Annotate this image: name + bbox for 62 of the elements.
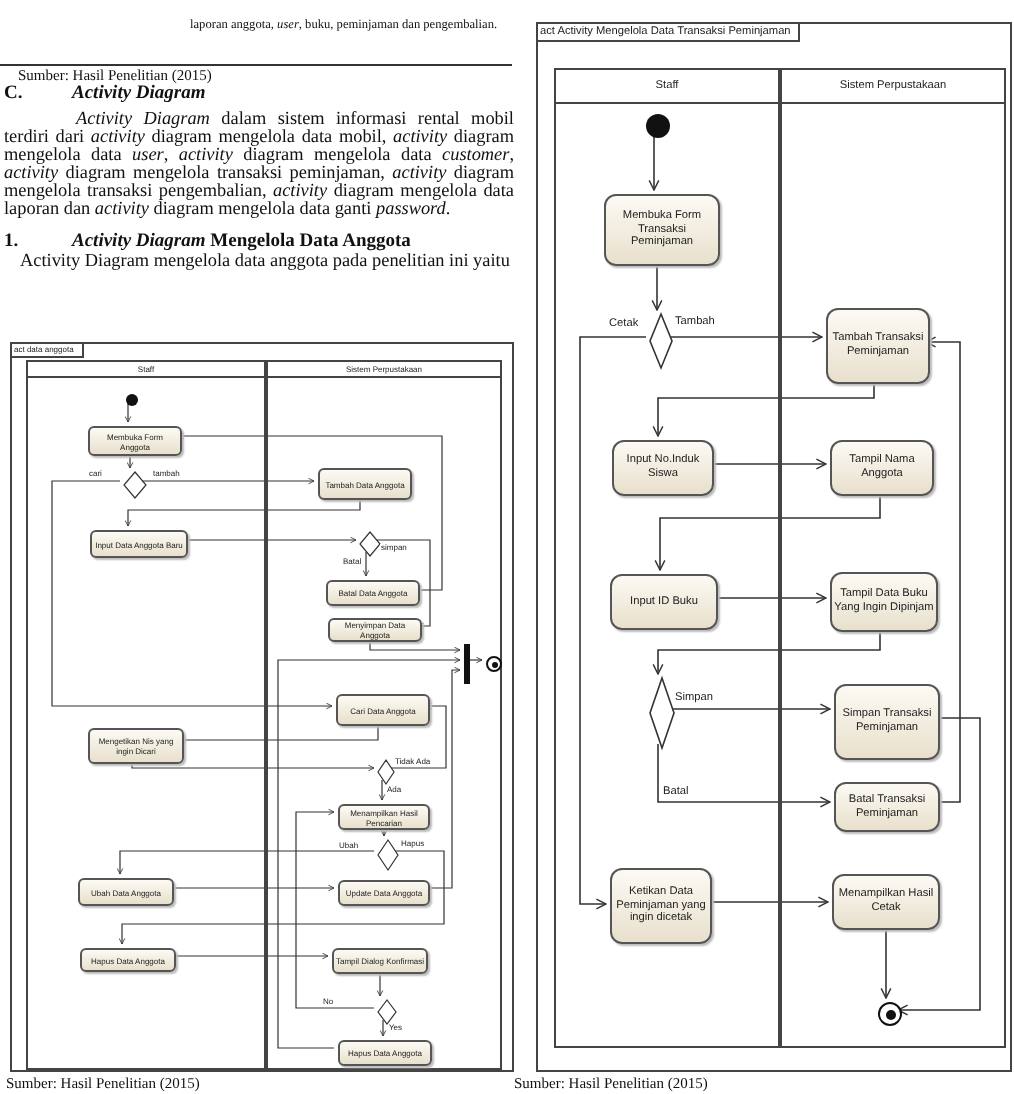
arrow <box>141 477 315 485</box>
decision-diamond <box>378 760 394 784</box>
arrow <box>171 952 329 960</box>
arrow <box>362 551 370 577</box>
arrow <box>380 825 388 837</box>
start-dot <box>126 394 138 406</box>
section-number: C. <box>4 84 23 105</box>
arrow <box>169 884 335 892</box>
swimlane <box>26 360 266 1070</box>
arrow <box>652 379 875 437</box>
sync-bar <box>464 644 470 684</box>
decision-diamond <box>360 532 380 556</box>
arrow <box>177 432 443 591</box>
swimlane <box>554 68 780 1048</box>
arrow <box>651 261 663 311</box>
arrow <box>277 656 461 1049</box>
arrow <box>116 850 375 875</box>
end-node <box>486 656 502 672</box>
decision-diamond <box>124 472 146 498</box>
arrow <box>179 721 379 744</box>
arrow <box>652 627 881 675</box>
section-heading: Activity Diagram <box>72 84 206 105</box>
arrow <box>425 666 461 889</box>
swimlane <box>780 68 1006 1048</box>
diagram-frame <box>536 22 1012 1072</box>
arrow <box>378 779 386 801</box>
arrow <box>713 592 827 604</box>
arrow <box>707 896 829 908</box>
arrow <box>465 656 483 664</box>
start-dot <box>646 114 670 138</box>
arrow <box>118 850 445 945</box>
arrow <box>131 759 375 772</box>
section-number: 1. <box>4 232 19 253</box>
arrow <box>897 717 981 1016</box>
arrow <box>124 495 361 527</box>
diagram-frame <box>10 342 514 1072</box>
decision-diamond <box>650 314 672 368</box>
arrow <box>654 491 881 571</box>
decision-diamond <box>378 840 398 870</box>
decision-diamond <box>378 1000 396 1024</box>
arrow <box>657 743 831 808</box>
subsection-heading: Activity Diagram Mengelola Data Anggota <box>72 232 411 253</box>
arrow <box>925 336 961 803</box>
arrow <box>669 703 831 715</box>
arrow <box>369 637 461 654</box>
arrow <box>667 331 823 343</box>
paragraph: Activity Diagram mengelola data anggota pada penelitian ini yaitu <box>18 252 512 270</box>
arrow <box>648 133 660 191</box>
end-node <box>878 1002 902 1026</box>
arrow <box>126 451 134 469</box>
arrow <box>51 480 333 710</box>
decision-diamond <box>650 678 674 748</box>
arrow <box>880 925 892 999</box>
arrow <box>183 536 357 544</box>
arrow <box>379 1019 387 1037</box>
arrow <box>579 336 647 910</box>
arrow <box>375 539 431 630</box>
swimlane <box>266 360 502 1070</box>
arrow <box>295 808 375 1009</box>
arrow <box>389 702 447 769</box>
paragraph: Activity Diagram dalam sistem informasi rental mobil terdiri dari activity diagram mengelola data mobil, activity diagram mengelola data user, activity diagram mengelola data customer, activity diagram mengelola transaksi peminjaman, activity diagram mengelola transaksi pengembalian, activity diagram mengelola data laporan dan activity diagram mengelola data ganti password. <box>4 110 514 217</box>
arrow <box>709 458 827 470</box>
